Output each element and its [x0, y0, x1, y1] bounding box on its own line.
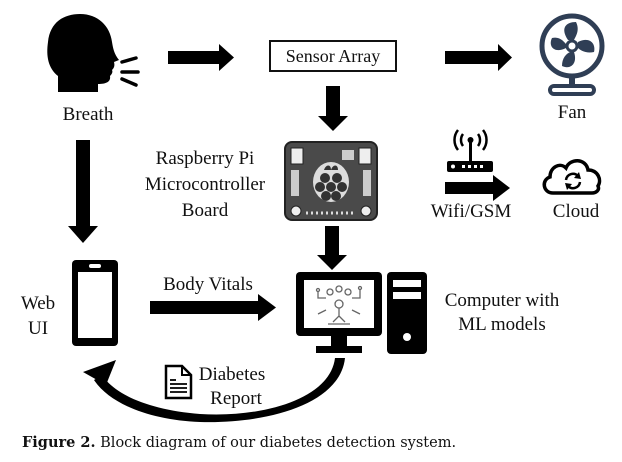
fan-label: Fan [557, 102, 587, 123]
web-ui-label-line2: UI [27, 318, 49, 339]
body-vitals-label: Body Vitals [163, 274, 253, 295]
fan-icon [539, 13, 605, 96]
arrow-body-vitals [150, 294, 276, 321]
breath-label: Breath [62, 104, 114, 125]
arrow-sensor-to-fan [445, 44, 512, 71]
monitor-ai-icon [296, 272, 382, 353]
breathing-head-icon [47, 14, 140, 92]
raspberry-pi-board-icon [284, 141, 378, 221]
wifi-gsm-label: Wifi/GSM [430, 201, 512, 222]
rpi-label-line1: Raspberry Pi [155, 148, 255, 169]
arrow-breath-to-webui [68, 140, 98, 243]
arrow-sensor-to-board [318, 86, 348, 131]
report-label-line1: Diabetes [198, 364, 266, 385]
computer-label-line2: ML models [458, 314, 546, 335]
caption-label: Figure 2. [22, 434, 96, 451]
cloud-label: Cloud [552, 201, 600, 222]
computer-label-line1: Computer with [444, 290, 560, 311]
caption-text: Block diagram of our diabetes detection … [100, 435, 457, 451]
rpi-label-line2: Microcontroller [144, 174, 266, 195]
pc-tower-icon [387, 272, 427, 354]
arrow-board-to-computer [317, 226, 347, 270]
figure-caption: Figure 2. Block diagram of our diabetes … [22, 434, 456, 451]
rpi-label-line3: Board [181, 200, 229, 221]
arrow-breath-to-sensor [168, 44, 234, 71]
arrow-wifi [445, 175, 510, 201]
cloud-sync-icon [542, 159, 602, 195]
document-icon [164, 364, 193, 400]
wifi-router-icon [447, 129, 493, 172]
web-ui-label-line1: Web [20, 293, 56, 314]
arrow-diabetes-report [83, 358, 345, 423]
smartphone-icon [72, 260, 118, 346]
sensor-array-label: Sensor Array [285, 45, 381, 66]
report-label-line2: Report [210, 388, 262, 409]
sensor-array-box: Sensor Array [269, 40, 397, 72]
